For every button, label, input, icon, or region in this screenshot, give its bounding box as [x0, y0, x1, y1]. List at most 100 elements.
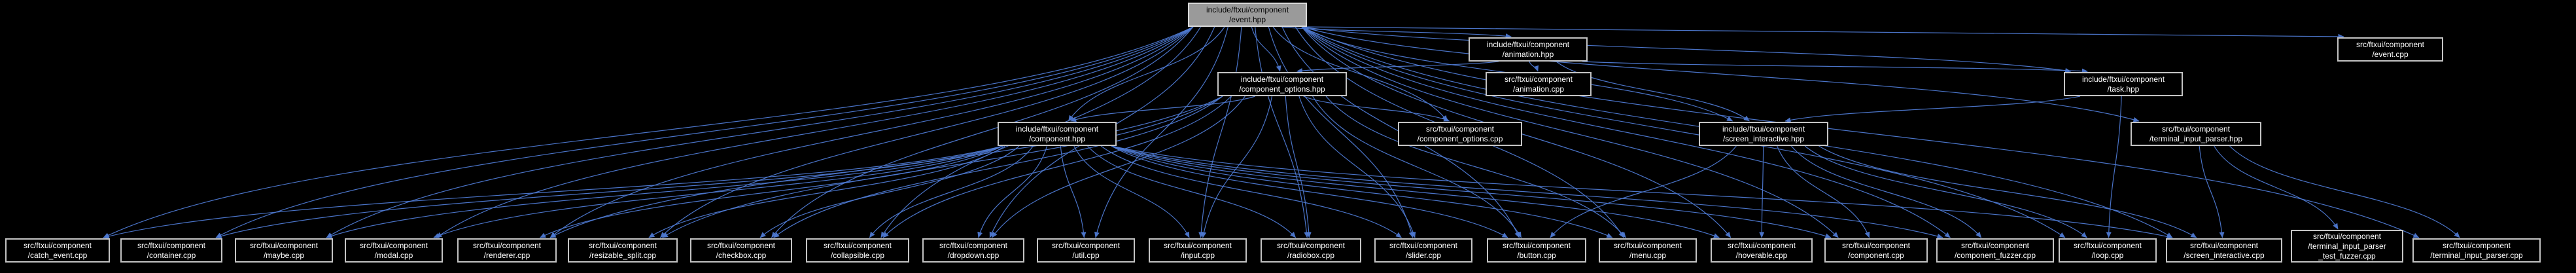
graph-node-event-cpp[interactable]: src/ftxui/component/event.cpp	[2337, 37, 2443, 62]
graph-node-label-line: /dropdown.cpp	[947, 250, 1000, 260]
include-edge	[1201, 96, 1273, 238]
graph-node-collapsible-cpp[interactable]: src/ftxui/component/collapsible.cpp	[806, 238, 909, 263]
include-edge	[1272, 26, 1448, 122]
graph-node-label-line: src/ftxui/component	[359, 240, 428, 250]
include-edge	[2106, 96, 2122, 238]
include-edge	[549, 26, 1194, 238]
graph-node-label-line: include/ftxui/component	[1240, 74, 1324, 84]
graph-node-component-fuzzer-cpp[interactable]: src/ftxui/component/component_fuzzer.cpp	[1936, 238, 2054, 263]
graph-node-task-hpp[interactable]: include/ftxui/component/task.hpp	[2064, 72, 2183, 96]
include-edge	[103, 145, 1003, 239]
graph-node-component-options-hpp[interactable]: include/ftxui/component/component_option…	[1217, 72, 1347, 96]
include-edge	[1529, 61, 1539, 72]
include-edge	[1301, 26, 2066, 238]
graph-node-label-line: /component_fuzzer.cpp	[1954, 250, 2036, 260]
graph-node-container-cpp[interactable]: src/ftxui/component/container.cpp	[120, 238, 222, 263]
include-edge	[1550, 145, 1737, 238]
graph-node-label-line: src/ftxui/component	[2312, 231, 2382, 241]
graph-node-label-line: src/ftxui/component	[2161, 124, 2231, 134]
graph-node-catch-event-cpp[interactable]: src/ftxui/component/catch_event.cpp	[5, 238, 110, 263]
graph-node-label-line: src/ftxui/component	[1960, 240, 2030, 250]
graph-node-label-line: /modal.cpp	[374, 250, 413, 260]
include-edge	[1111, 145, 1943, 239]
graph-node-label-line: include/ftxui/component	[2081, 74, 2165, 84]
graph-node-label-line: src/ftxui/component	[588, 240, 657, 250]
graph-node-label-line: include/ftxui/component	[1015, 124, 1099, 134]
include-edge	[1303, 96, 1450, 122]
graph-node-component-cpp[interactable]: src/ftxui/component/component.cpp	[1824, 238, 1928, 263]
include-edge	[1301, 26, 2420, 238]
graph-node-util-cpp[interactable]: src/ftxui/component/util.cpp	[1037, 238, 1135, 263]
graph-node-label-line: /event.hpp	[1228, 14, 1266, 24]
include-edge	[882, 96, 1232, 238]
graph-node-checkbox-cpp[interactable]: src/ftxui/component/checkbox.cpp	[690, 238, 792, 263]
graph-node-label-line: /button.cpp	[1517, 250, 1556, 260]
graph-node-label-line: /component_options.cpp	[1417, 134, 1503, 143]
include-edge	[103, 26, 1194, 238]
graph-node-resizable-split-cpp[interactable]: src/ftxui/component/resizable_split.cpp	[568, 238, 678, 263]
graph-node-event-hpp[interactable]: include/ftxui/component/event.hpp	[1188, 3, 1307, 27]
graph-node-label-line: /component.cpp	[1848, 250, 1904, 260]
graph-node-modal-cpp[interactable]: src/ftxui/component/modal.cpp	[345, 238, 443, 263]
graph-node-component-options-cpp[interactable]: src/ftxui/component/component_options.cp…	[1398, 122, 1522, 146]
graph-node-button-cpp[interactable]: src/ftxui/component/button.cpp	[1487, 238, 1586, 263]
graph-node-terminal-input-parser-cpp[interactable]: src/ftxui/component/terminal_input_parse…	[2412, 238, 2541, 263]
graph-node-label-line: /animation.cpp	[1512, 84, 1565, 94]
graph-node-label-line: /animation.hpp	[1502, 49, 1554, 59]
graph-node-animation-hpp[interactable]: include/ftxui/component/animation.hpp	[1469, 37, 1588, 62]
graph-node-label-line: src/ftxui/component	[2189, 240, 2259, 250]
include-edge	[436, 26, 1194, 238]
graph-node-label-line: /renderer.cpp	[483, 250, 531, 260]
include-edge	[869, 145, 1034, 238]
include-edge	[1298, 96, 1416, 238]
graph-node-label-line: src/ftxui/component	[249, 240, 319, 250]
graph-node-radiobox-cpp[interactable]: src/ftxui/component/radiobox.cpp	[1261, 238, 1361, 263]
graph-node-label-line: /terminal_input_parser.cpp	[2430, 250, 2523, 260]
include-edge	[1268, 26, 1414, 238]
graph-node-label-line: /loop.cpp	[2091, 250, 2124, 260]
graph-node-slider-cpp[interactable]: src/ftxui/component/slider.cpp	[1374, 238, 1472, 263]
graph-node-hoverable-cpp[interactable]: src/ftxui/component/hoverable.cpp	[1711, 238, 1813, 263]
graph-node-label-line: /maybe.cpp	[263, 250, 305, 260]
graph-node-label-line: /container.cpp	[147, 250, 196, 260]
graph-node-input-cpp[interactable]: src/ftxui/component/input.cpp	[1149, 238, 1247, 263]
include-edge	[215, 26, 1194, 238]
include-edge	[1087, 145, 1297, 238]
include-edge	[1582, 61, 2088, 74]
graph-node-label-line: src/ftxui/component	[1051, 240, 1121, 250]
graph-node-terminal-input-parser-test-fuzzer-cpp[interactable]: src/ftxui/component/terminal_input_parse…	[2291, 230, 2403, 263]
graph-node-screen-interactive-hpp[interactable]: include/ftxui/component/screen_interacti…	[1699, 122, 1828, 146]
graph-node-terminal-input-parser-hpp[interactable]: src/ftxui/component/terminal_input_parse…	[2131, 122, 2261, 146]
graph-node-label-line: src/ftxui/component	[1504, 74, 1573, 84]
include-edge	[326, 26, 1194, 238]
include-edge	[1100, 145, 1402, 238]
graph-node-loop-cpp[interactable]: src/ftxui/component/loop.cpp	[2059, 238, 2157, 263]
graph-node-label-line: /menu.cpp	[1629, 250, 1667, 260]
include-edge	[759, 145, 1020, 238]
include-edge	[1198, 26, 1242, 238]
graph-node-screen-interactive-cpp[interactable]: src/ftxui/component/screen_interactive.c…	[2166, 238, 2282, 263]
include-edge	[991, 96, 1245, 238]
graph-node-animation-cpp[interactable]: src/ftxui/component/animation.cpp	[1486, 72, 1592, 96]
graph-node-maybe-cpp[interactable]: src/ftxui/component/maybe.cpp	[235, 238, 333, 263]
graph-node-label-line: /radiobox.cpp	[1287, 250, 1335, 260]
graph-node-label-line: src/ftxui/component	[1841, 240, 1911, 250]
graph-node-label-line: src/ftxui/component	[472, 240, 542, 250]
graph-node-label-line: /collapsible.cpp	[830, 250, 885, 260]
graph-node-dropdown-cpp[interactable]: src/ftxui/component/dropdown.cpp	[922, 238, 1024, 263]
graph-node-label-line: src/ftxui/component	[1389, 240, 1458, 250]
graph-node-menu-cpp[interactable]: src/ftxui/component/menu.cpp	[1599, 238, 1697, 263]
graph-node-label-line: src/ftxui/component	[137, 240, 206, 250]
graph-node-label-line: /util.cpp	[1072, 250, 1100, 260]
graph-node-label-line: include/ftxui/component	[1206, 5, 1289, 14]
graph-node-component-hpp[interactable]: include/ftxui/component/component.hpp	[998, 122, 1117, 146]
graph-node-renderer-cpp[interactable]: src/ftxui/component/renderer.cpp	[457, 238, 557, 263]
include-edge	[1111, 145, 1613, 238]
include-edge	[1285, 96, 1312, 238]
graph-node-label-line: src/ftxui/component	[1425, 124, 1495, 134]
include-edge	[1791, 145, 1982, 238]
include-edge	[2229, 145, 2460, 238]
include-edge	[1556, 61, 1750, 122]
include-edge	[540, 145, 1003, 238]
graph-node-label-line: src/ftxui/component	[2356, 39, 2425, 49]
